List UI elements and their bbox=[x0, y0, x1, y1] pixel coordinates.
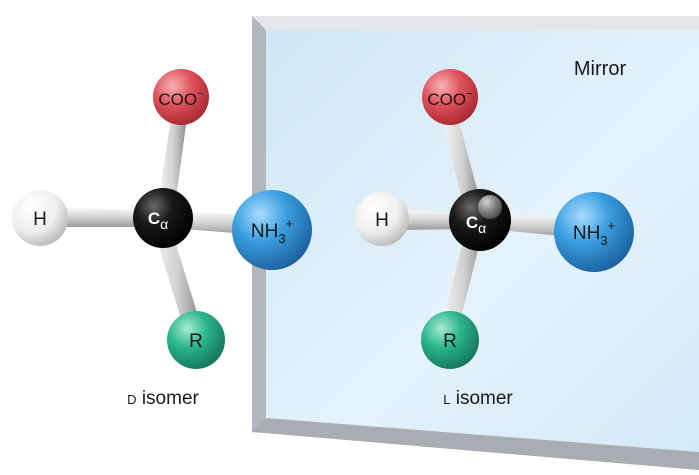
amino-text: NH bbox=[573, 223, 600, 244]
alpha-carbon-text: C bbox=[148, 209, 160, 228]
l-isomer-molecule: H COO− R Cα NH3+ L isomer bbox=[355, 69, 634, 409]
bond-bottom bbox=[442, 230, 483, 322]
amino-charge: + bbox=[608, 218, 616, 233]
amino-subscript: 3 bbox=[278, 231, 285, 246]
hydrogen-label: H bbox=[375, 210, 389, 231]
carboxylate-label: COO− bbox=[158, 88, 203, 109]
carboxylate-charge: − bbox=[466, 88, 472, 100]
mirror-frame-bottom-bevel bbox=[252, 418, 699, 470]
bond-top bbox=[442, 118, 480, 200]
alpha-carbon-label: Cα bbox=[148, 209, 168, 232]
r-group-label: R bbox=[189, 331, 203, 352]
alpha-carbon-subscript: α bbox=[160, 216, 168, 232]
amino-atom bbox=[232, 190, 312, 270]
alpha-carbon-subscript: α bbox=[478, 220, 486, 236]
amino-text: NH bbox=[251, 221, 278, 242]
mirror-frame-top-bevel bbox=[252, 16, 699, 30]
carboxylate-atom bbox=[422, 69, 478, 125]
amino-atom bbox=[554, 192, 634, 272]
amino-charge: + bbox=[286, 216, 294, 231]
alpha-carbon-atom bbox=[133, 188, 193, 248]
carboxylate-label: COO− bbox=[427, 88, 472, 109]
alpha-carbon-text: C bbox=[466, 213, 478, 232]
amino-label: NH3+ bbox=[573, 218, 615, 248]
d-isomer-prefix: D bbox=[127, 392, 136, 407]
hydrogen-label: H bbox=[33, 209, 47, 230]
r-group-atom bbox=[421, 311, 479, 369]
bond-bottom bbox=[152, 225, 200, 322]
l-isomer-word: isomer bbox=[456, 388, 514, 409]
carboxylate-text: COO bbox=[427, 90, 466, 109]
hydrogen-atom bbox=[355, 192, 409, 246]
r-group-atom bbox=[167, 311, 225, 369]
l-isomer-prefix: L bbox=[443, 392, 450, 407]
carboxylate-atom bbox=[153, 69, 209, 125]
mirror-label: Mirror bbox=[574, 58, 627, 80]
hydrogen-atom bbox=[12, 190, 68, 246]
bond-top bbox=[158, 118, 187, 205]
d-isomer-caption: D isomer bbox=[127, 388, 199, 409]
alpha-carbon-highlight bbox=[478, 195, 502, 219]
d-isomer-word: isomer bbox=[142, 388, 200, 409]
amino-subscript: 3 bbox=[600, 233, 607, 248]
alpha-carbon-label: Cα bbox=[466, 213, 486, 236]
l-isomer-caption: L isomer bbox=[443, 388, 513, 409]
d-isomer-molecule: H COO− R Cα NH3+ D isomer bbox=[12, 69, 312, 409]
carboxylate-charge: − bbox=[197, 88, 203, 100]
amino-label: NH3+ bbox=[251, 216, 293, 246]
carboxylate-text: COO bbox=[158, 90, 197, 109]
r-group-label: R bbox=[443, 331, 457, 352]
